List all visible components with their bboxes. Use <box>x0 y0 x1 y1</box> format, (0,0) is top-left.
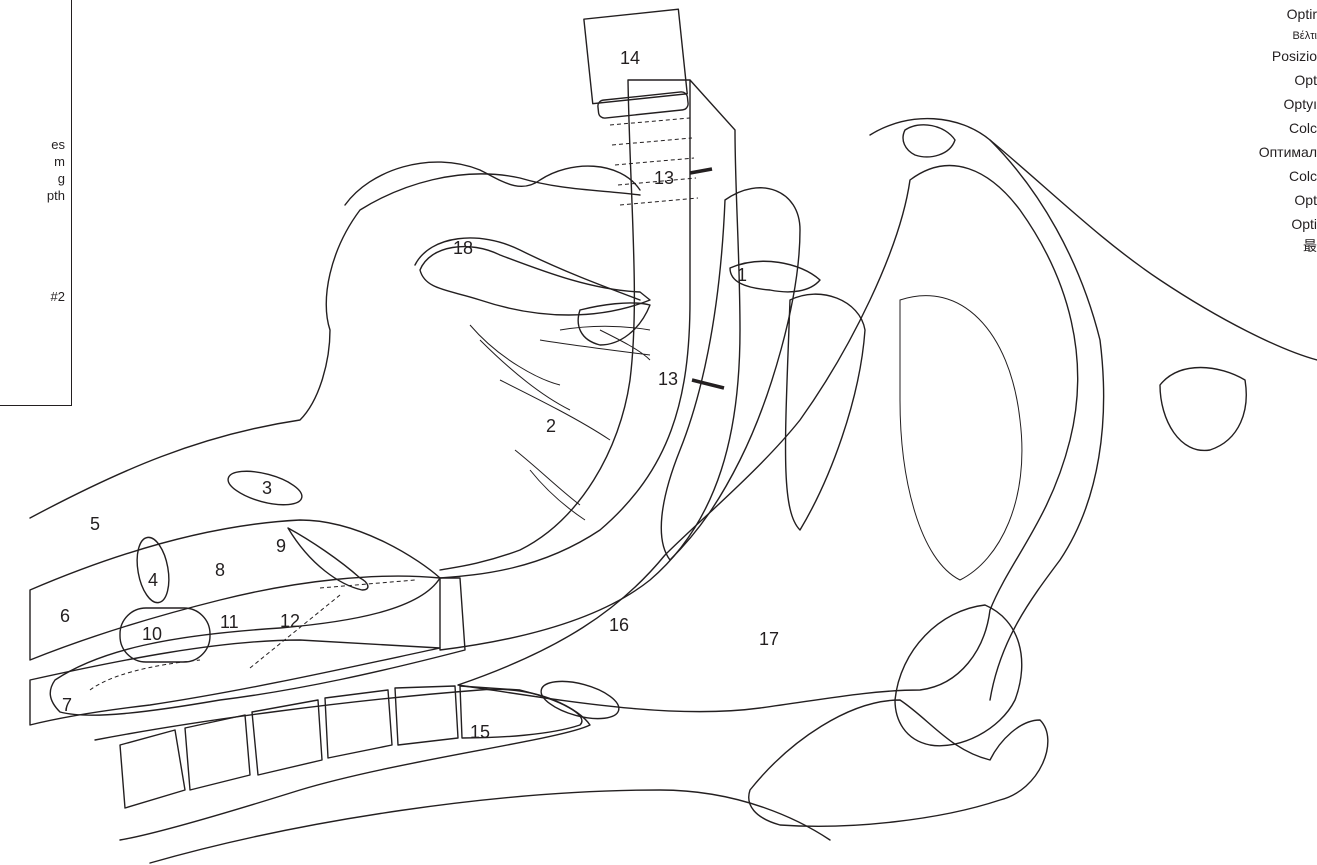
tube-cuff <box>50 578 465 715</box>
tongue-fibers <box>470 325 650 520</box>
callout-number: 8 <box>215 560 225 580</box>
vertebral-body <box>185 715 250 790</box>
larynx-region <box>30 520 440 660</box>
callout-number: 12 <box>280 611 300 631</box>
bone-fragment <box>537 674 623 726</box>
neck-outline <box>150 790 830 863</box>
nasopharynx-inner-region <box>900 296 1022 580</box>
callout-number: 4 <box>148 570 158 590</box>
callout-bar-13-upper <box>690 169 712 173</box>
tube-inner-dashes <box>610 118 698 205</box>
callout-number: 3 <box>262 478 272 498</box>
nasal-septum-bone <box>786 294 865 530</box>
callout-number: 6 <box>60 606 70 626</box>
vertebral-body <box>252 700 322 775</box>
trachea-lower <box>30 640 440 725</box>
vertebral-body <box>325 690 392 758</box>
vocal-fold <box>120 608 210 662</box>
callout-number: 9 <box>276 536 286 556</box>
frontal-sinus <box>903 125 955 157</box>
callout-number: 1 <box>737 265 747 285</box>
skull-base <box>870 119 1317 360</box>
sphenoid-region <box>895 605 1022 746</box>
mandible-soft-tissue <box>30 174 640 518</box>
callout-number: 10 <box>142 624 162 644</box>
soft-palate <box>578 303 650 345</box>
callout-number: 16 <box>609 615 629 635</box>
callout-number: 15 <box>470 722 490 742</box>
callout-number: 5 <box>90 514 100 534</box>
tongue-outline <box>345 162 640 205</box>
cervical-spine-outline <box>95 689 590 840</box>
callout-number: 2 <box>546 416 556 436</box>
callout-bar-13-lower <box>692 380 724 388</box>
callout-number: 7 <box>62 695 72 715</box>
vertebral-body <box>120 730 185 808</box>
callout-number: 13 <box>658 369 678 389</box>
callout-number: 18 <box>453 238 473 258</box>
callout-number: 14 <box>620 48 640 68</box>
nasal-bone-region <box>1160 368 1246 451</box>
maxilla <box>661 188 800 560</box>
callout-number: 11 <box>220 612 239 632</box>
callout-number: 13 <box>654 168 674 188</box>
callout-number: 17 <box>759 629 779 649</box>
